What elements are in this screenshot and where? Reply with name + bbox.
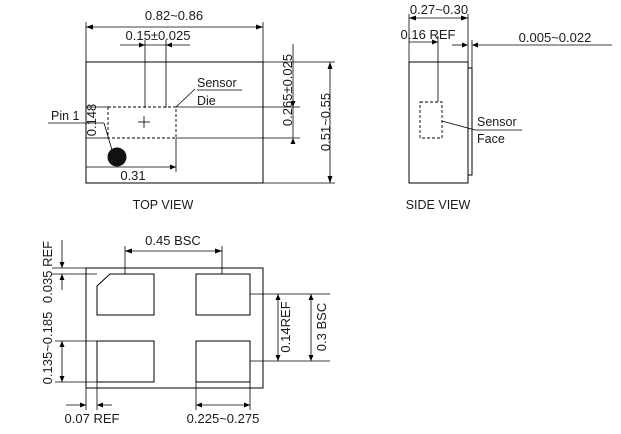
top-view-caption: TOP VIEW [133, 198, 194, 212]
top-ref-dim: 0.035 REF [40, 241, 55, 303]
sensor-die-label-2: Die [197, 94, 216, 108]
side-view-pad [467, 67, 473, 176]
pin-1-label: Pin 1 [51, 109, 80, 123]
sensor-face-outline [419, 101, 443, 139]
pad-length-dim: 0.135~0.185 [40, 312, 55, 385]
side-view-caption: SIDE VIEW [406, 198, 471, 212]
top-bottom-dim: 0.31 [120, 168, 145, 183]
top-width-dim: 0.82~0.86 [145, 8, 203, 23]
sensor-die-outline [107, 106, 177, 139]
top-height-dim: 0.51~0.55 [318, 93, 333, 151]
bottom-view-body [85, 267, 264, 389]
sensor-die-label-1: Sensor [197, 76, 237, 90]
bottom-view: 0.45 BSC 0.035 REF 0.135~0.185 0.14REF 0… [40, 233, 330, 426]
pad-2 [195, 273, 251, 316]
pitch-x-dim: 0.45 BSC [145, 233, 201, 248]
side-ref-dim: 0.16 REF [401, 27, 456, 42]
left-ref-dim: 0.07 REF [65, 411, 120, 426]
pad-height-dim: 0.14REF [278, 301, 293, 352]
side-pad-dim: 0.005~0.022 [519, 30, 592, 45]
pin-1-marker [107, 147, 127, 167]
pad-1-chamfered [96, 273, 155, 316]
sensor-face-label-1: Sensor [477, 115, 517, 129]
die-width-dim: 0.15±0.025 [126, 28, 191, 43]
side-view-body [408, 61, 469, 184]
pad-3 [96, 340, 155, 383]
sensor-face-label-2: Face [477, 132, 505, 146]
side-view: 0.27~0.30 0.16 REF 0.005~0.022 Sensor Fa… [401, 2, 612, 212]
top-view: 0.82~0.86 0.15±0.025 Sensor Die 0.265±0.… [48, 8, 335, 212]
die-offset-dim: 0.148 [84, 104, 99, 137]
side-thickness-dim: 0.27~0.30 [410, 2, 468, 17]
top-view-body [85, 61, 264, 184]
pad-width-dim: 0.225~0.275 [187, 411, 260, 426]
pad-4 [195, 340, 251, 383]
pitch-y-dim: 0.3 BSC [314, 303, 329, 351]
die-height-dim: 0.265±0.025 [280, 54, 295, 126]
